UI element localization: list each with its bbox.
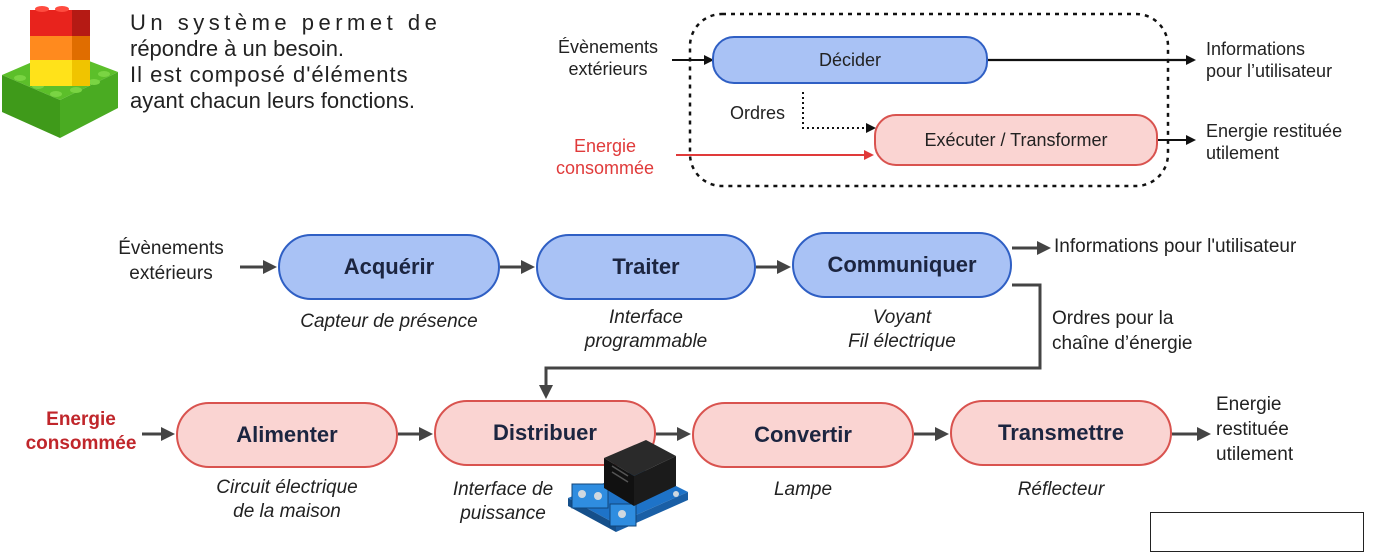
alimenter-node: Alimenter	[176, 402, 398, 468]
acquerir-node: Acquérir	[278, 234, 500, 300]
top-input-events: Évènements extérieurs	[540, 36, 676, 80]
text-line: consommée	[555, 158, 655, 178]
chain-output-energy: Energie restituée utilement	[1216, 392, 1293, 467]
text-line: Évènements	[118, 238, 224, 259]
traiter-node: Traiter	[536, 234, 756, 300]
text-line: Informations	[1206, 39, 1306, 59]
intro-line: ayant chacun leurs fonctions.	[130, 88, 415, 113]
convertir-node: Convertir	[692, 402, 914, 468]
text-line: Fil électrique	[848, 331, 956, 352]
acquerir-desc: Capteur de présence	[258, 310, 520, 334]
orders-label: Ordres	[730, 103, 786, 123]
text-line: Energie	[46, 409, 116, 430]
intro-line: répondre à un besoin.	[130, 36, 345, 61]
convertir-desc: Lampe	[692, 478, 914, 502]
transmettre-node: Transmettre	[950, 400, 1172, 466]
text-line: de la maison	[233, 501, 341, 522]
communiquer-desc: Voyant Fil électrique	[792, 306, 1012, 354]
node-label: Communiquer	[827, 252, 977, 277]
traiter-desc: Interface programmable	[536, 306, 756, 354]
text-line: Energie	[573, 136, 637, 156]
text-line: Lampe	[773, 479, 833, 500]
top-output-energy: Energie restituée utilement	[1206, 120, 1342, 164]
chain-input-energy: Energie consommée	[6, 408, 156, 456]
text-line: Ordres pour la	[1052, 308, 1174, 329]
alimenter-desc: Circuit électrique de la maison	[170, 476, 404, 524]
text-line: Voyant	[872, 307, 932, 328]
node-label: Alimenter	[236, 422, 338, 447]
node-label: Convertir	[754, 422, 852, 447]
cropped-box	[1150, 512, 1364, 552]
text-line: utilement	[1206, 143, 1280, 163]
communiquer-node: Communiquer	[792, 232, 1012, 298]
intro-line: Il est composé d'éléments	[130, 62, 409, 87]
text-line: Réflecteur	[1017, 479, 1105, 500]
node-label: Distribuer	[493, 420, 597, 445]
chain-output-info: Informations pour l'utilisateur	[1054, 236, 1297, 257]
text-line: Circuit électrique	[216, 477, 358, 498]
intro-line: Un système permet de	[130, 10, 442, 35]
decide-node: Décider	[712, 36, 988, 84]
text-line: extérieurs	[129, 263, 213, 284]
text-line: chaîne d’énergie	[1052, 333, 1193, 354]
transmettre-desc: Réflecteur	[950, 478, 1172, 502]
text-line: Energie restituée	[1206, 121, 1343, 141]
text-line: utilement	[1216, 444, 1294, 465]
node-label: Transmettre	[998, 420, 1124, 445]
text-line: pour l’utilisateur	[1206, 61, 1333, 81]
execute-node: Exécuter / Transformer	[874, 114, 1158, 166]
node-label: Exécuter / Transformer	[924, 129, 1108, 150]
text-line: consommée	[25, 433, 137, 454]
text-line: Energie	[1216, 394, 1282, 415]
distribuer-node: Distribuer	[434, 400, 656, 466]
node-label: Acquérir	[343, 254, 435, 279]
top-input-energy: Energie consommée	[540, 135, 670, 179]
text-line: Interface de	[452, 479, 554, 500]
text-line: programmable	[584, 331, 708, 352]
text-line: Évènements	[557, 37, 659, 57]
chain-input-events: Évènements extérieurs	[96, 236, 246, 286]
distribuer-desc: Interface de puissance	[428, 478, 578, 526]
text-line: restituée	[1216, 419, 1289, 440]
node-label: Traiter	[612, 254, 680, 279]
text-line: puissance	[460, 503, 546, 524]
node-label: Décider	[818, 49, 882, 70]
text-line: Interface	[609, 307, 683, 328]
text-line: Capteur de présence	[300, 311, 478, 332]
text-line: extérieurs	[568, 59, 648, 79]
orders-for-energy-chain: Ordres pour la chaîne d’énergie	[1052, 306, 1193, 356]
intro-text: Un système permet de répondre à un besoi…	[130, 10, 498, 114]
top-output-info: Informations pour l’utilisateur	[1206, 38, 1332, 82]
